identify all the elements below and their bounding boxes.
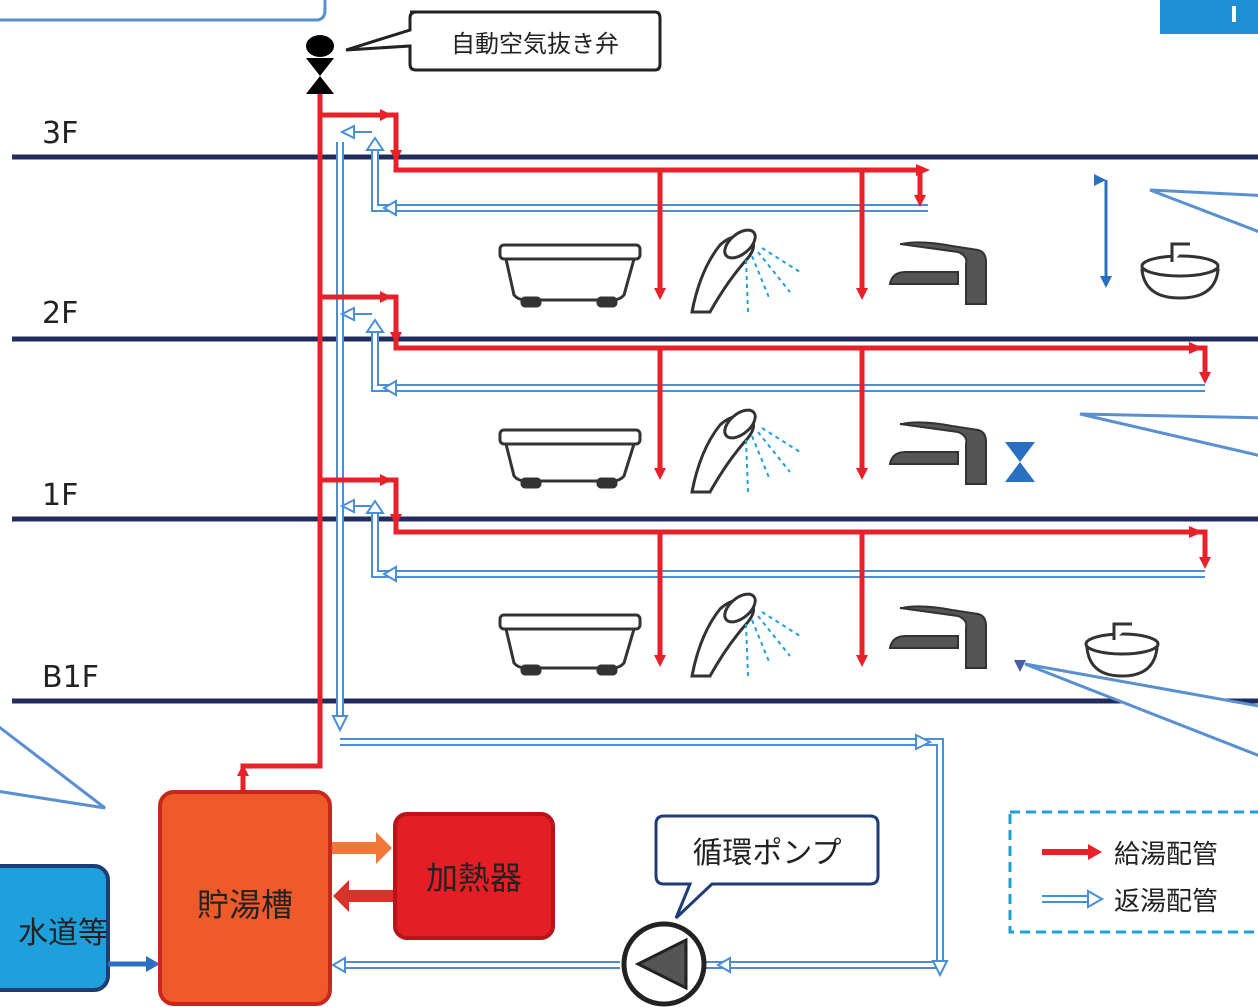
left-callout-pointer (0, 725, 106, 810)
pump-callout-text: 循環ポンプ (692, 836, 842, 871)
air-vent-callout (345, 10, 662, 72)
floor-label-2f: 2F (42, 296, 79, 331)
air-vent-callout-text: 自動空気抜き弁 (451, 29, 619, 58)
right-callout-pointers (1024, 188, 1258, 757)
storage-tank-label: 貯湯槽 (196, 886, 293, 924)
shower-icons (690, 228, 801, 678)
faucet-icon-1f (888, 605, 987, 669)
shower-icon-1f (690, 592, 801, 678)
legend-supply-label: 給湯配管 (1114, 839, 1219, 870)
heater-label: 加熱器 (425, 859, 522, 897)
faucet-icon-2f (888, 421, 987, 485)
return-1f (371, 513, 1205, 578)
basin-icon-1f (1084, 622, 1160, 678)
return-arrows (331, 124, 949, 978)
supply-arrowheads (237, 109, 1211, 776)
supply-pipes (240, 80, 1208, 790)
water-supply-label: 水道等 (18, 916, 108, 951)
floor-label-b1f: B1F (42, 660, 99, 695)
shower-icon-2f (690, 408, 801, 494)
water-supply-box (0, 864, 110, 992)
faucet-icon-3f (888, 241, 987, 305)
basin-icon-3f (1140, 242, 1220, 300)
heater-to-tank-arrow (333, 880, 393, 912)
legend-return-label: 返湯配管 (1114, 886, 1219, 917)
tank-to-heater-arrow (332, 832, 392, 864)
bathtub-icon-3f (498, 243, 642, 308)
heater-box (393, 812, 555, 940)
legend-box (1008, 810, 1258, 934)
shower-icon-3f (690, 228, 801, 314)
bathtub-icon-2f (498, 428, 642, 489)
floor-label-3f: 3F (42, 116, 79, 151)
return-pipes (336, 142, 1205, 969)
return-3f (371, 150, 928, 212)
floor-label-1f: 1F (42, 478, 79, 513)
floor-lines (12, 154, 1258, 704)
faucet-icons (888, 241, 987, 669)
bathtub-icons (498, 243, 642, 676)
return-2f (371, 332, 1205, 392)
top-right-tab (1160, 0, 1258, 34)
air-vent-icon (306, 35, 334, 94)
top-callout-box (0, 0, 327, 22)
bathtub-icon-1f (498, 613, 642, 676)
basin-icons (1084, 242, 1220, 678)
storage-tank-box (158, 790, 332, 1006)
pump-icon (621, 921, 707, 1007)
pump-callout (654, 814, 880, 920)
valve-icon (1005, 442, 1035, 482)
